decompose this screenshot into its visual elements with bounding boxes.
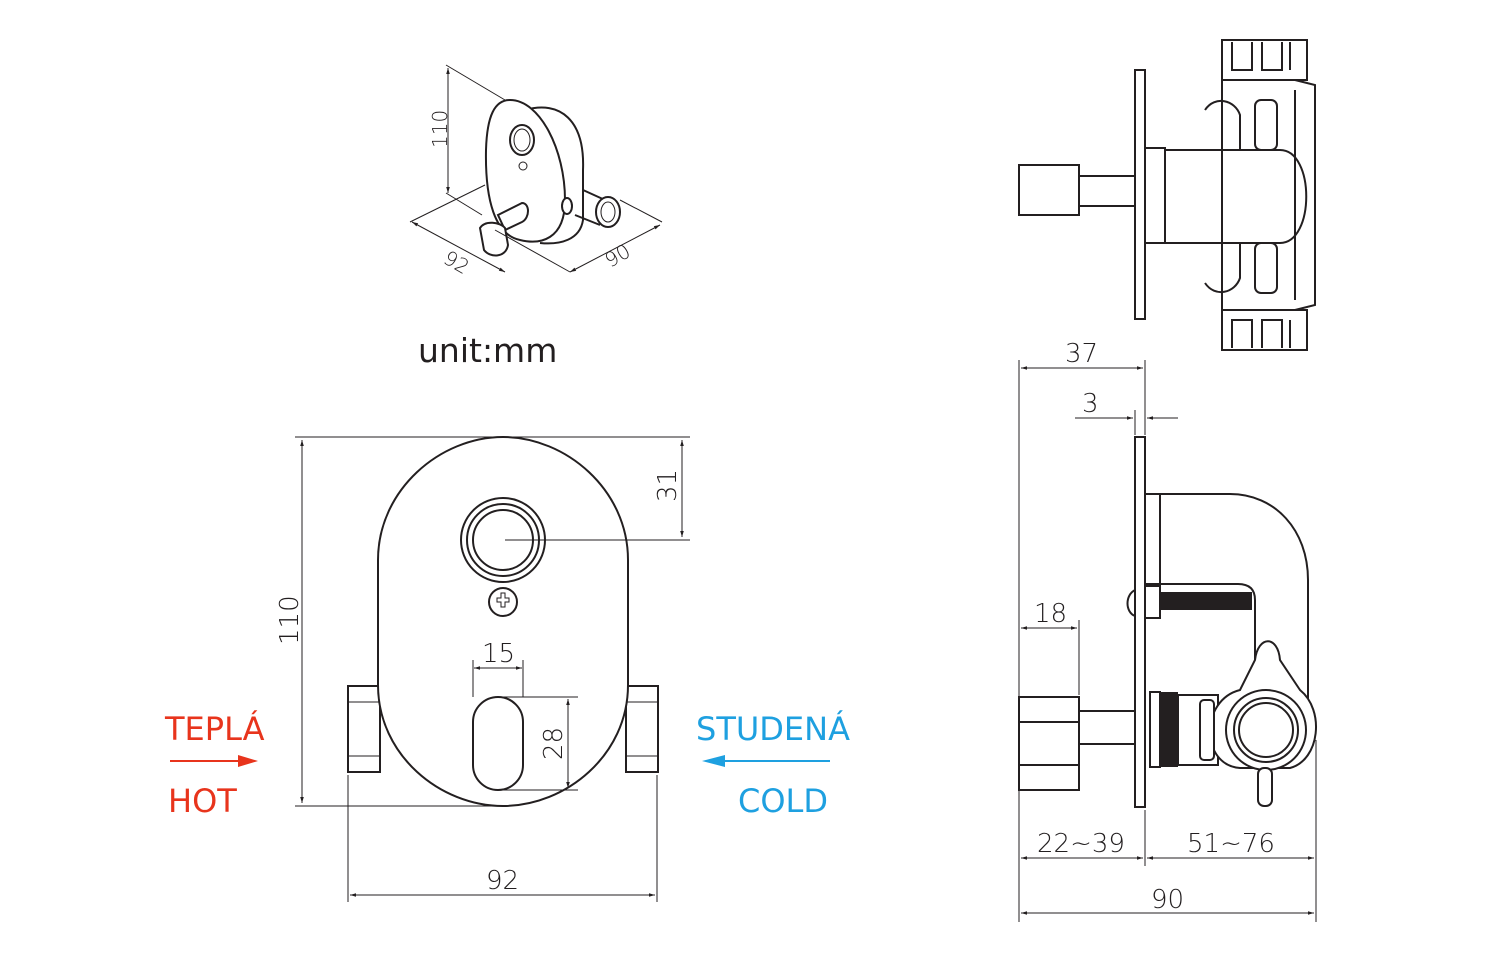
front-dim-button-offset: 31 (653, 469, 683, 502)
cold-label-en: COLD (738, 782, 828, 820)
top-view (1018, 39, 1316, 351)
side-view: 37 3 18 22~39 51~76 90 (1018, 339, 1317, 922)
side-dim-3: 3 (1082, 389, 1099, 419)
hot-inlet-label: TEPLÁ HOT (164, 710, 265, 820)
hot-label-en: HOT (168, 782, 237, 820)
front-dim-width: 92 (486, 866, 519, 896)
front-dim-lever-width: 15 (482, 639, 515, 669)
side-dim-18: 18 (1034, 599, 1067, 629)
front-dim-lever-height: 28 (539, 727, 569, 760)
side-dim-range-back: 51~76 (1187, 829, 1275, 859)
front-dim-height: 110 (275, 595, 305, 645)
cold-arrow-icon (702, 755, 725, 767)
iso-dim-depth: 90 (601, 239, 635, 273)
side-dim-range-front: 22~39 (1037, 829, 1125, 859)
cold-inlet-label: STUDENÁ COLD (696, 710, 850, 820)
iso-dim-width: 92 (440, 246, 474, 280)
unit-label: unit:mm (418, 331, 557, 370)
front-view: 110 31 15 28 92 (275, 435, 690, 902)
cold-label-cz: STUDENÁ (696, 710, 850, 748)
hot-label-cz: TEPLÁ (164, 710, 265, 748)
side-dim-total: 90 (1151, 885, 1184, 915)
side-dim-37: 37 (1065, 339, 1098, 369)
screw-icon (488, 587, 518, 617)
isometric-view: 110 92 90 (409, 64, 663, 280)
hot-arrow-icon (238, 755, 258, 767)
iso-dim-height: 110 (428, 110, 452, 148)
